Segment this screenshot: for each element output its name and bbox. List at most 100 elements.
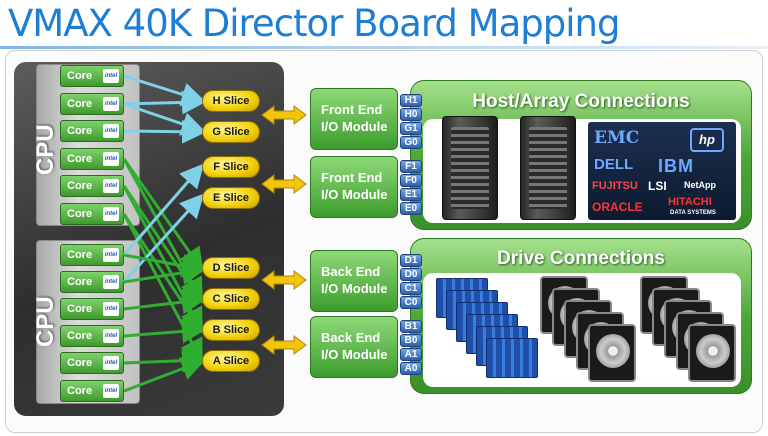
io-arrow-front-top — [261, 105, 307, 125]
port-h1: H1 — [400, 94, 422, 107]
core-label: Core — [67, 153, 93, 165]
hard-drive-icon — [688, 324, 736, 382]
port-c1: C1 — [400, 282, 422, 295]
core-top-4: Core intel — [60, 148, 124, 170]
port-c0: C0 — [400, 296, 422, 309]
core-label: Core — [67, 180, 93, 192]
arrow-core-to-f-slice — [122, 163, 204, 256]
intel-chip-icon: intel — [103, 69, 119, 83]
g-slice: G Slice — [202, 121, 260, 143]
port-a1: A1 — [400, 348, 422, 361]
io-arrow-back-top — [261, 270, 307, 290]
port-e0: E0 — [400, 202, 422, 215]
intel-chip-icon: intel — [103, 152, 119, 166]
core-label: Core — [67, 357, 93, 369]
back-end-io-module-top: Back End I/O Module — [310, 250, 398, 312]
arrow-core-to-d-slice — [123, 260, 206, 285]
back-end-io-module-bottom: Back End I/O Module — [310, 316, 398, 378]
port-g0: G0 — [400, 136, 422, 149]
core-label: Core — [67, 385, 93, 397]
core-label: Core — [67, 125, 93, 137]
intel-chip-icon: intel — [103, 179, 119, 193]
core-bottom-1: Core intel — [60, 244, 124, 266]
io-arrow-front-bottom — [261, 174, 307, 194]
port-d1: D1 — [400, 254, 422, 267]
cpu-top — [36, 64, 140, 226]
oracle-logo: ORACLE — [592, 200, 643, 214]
core-bottom-3: Core intel — [60, 298, 124, 320]
lsi-logo: LSI — [648, 179, 667, 193]
d-slice: D Slice — [202, 257, 260, 279]
core-label: Core — [67, 276, 93, 288]
core-top-2: Core intel — [60, 93, 124, 115]
module-line-1: Front End — [321, 102, 383, 117]
c-slice: C Slice — [202, 288, 260, 310]
core-top-6: Core intel — [60, 203, 124, 225]
core-bottom-4: Core intel — [60, 325, 124, 347]
core-bottom-6: Core intel — [60, 380, 124, 402]
core-top-5: Core intel — [60, 175, 124, 197]
ibm-logo: IBM — [658, 156, 694, 176]
hard-drive-icon — [588, 324, 636, 382]
netapp-logo: NetApp — [684, 180, 716, 190]
port-h0: H0 — [400, 108, 422, 121]
server-rack-icon — [442, 116, 498, 220]
intel-chip-icon: intel — [103, 248, 119, 262]
port-b1: B1 — [400, 320, 422, 333]
arrow-core-to-c-slice — [123, 290, 206, 315]
dell-logo: DELL — [594, 156, 634, 173]
intel-chip-icon: intel — [103, 97, 119, 111]
b-slice: B Slice — [202, 319, 260, 341]
page-title: VMAX 40K Director Board Mapping — [8, 2, 620, 45]
port-f0: F0 — [400, 174, 422, 187]
intel-chip-icon: intel — [103, 329, 119, 343]
module-line-1: Front End — [321, 170, 383, 185]
drive-title: Drive Connections — [497, 248, 665, 269]
arrow-core-to-g-slice — [123, 102, 206, 136]
front-end-io-module-top: Front End I/O Module — [310, 88, 398, 150]
cpu-bottom — [36, 240, 140, 404]
core-bottom-2: Core intel — [60, 271, 124, 293]
intel-chip-icon: intel — [103, 384, 119, 398]
core-label: Core — [67, 208, 93, 220]
intel-chip-icon: intel — [103, 356, 119, 370]
core-label: Core — [67, 98, 93, 110]
f-slice: F Slice — [202, 156, 260, 178]
h-slice: H Slice — [202, 90, 260, 112]
hitachi-subtitle: DATA SYSTEMS — [670, 210, 716, 216]
host-array-title: Host/Array Connections — [472, 91, 690, 112]
module-line-2: I/O Module — [321, 281, 388, 296]
arrow-core-to-h-slice — [123, 90, 206, 115]
hitachi-logo: HITACHI — [668, 196, 712, 208]
title-rule — [0, 46, 768, 49]
intel-chip-icon: intel — [103, 124, 119, 138]
module-line-1: Back End — [321, 330, 381, 345]
e-slice: E Slice — [202, 187, 260, 209]
arrow-core-to-g-slice — [123, 119, 206, 144]
core-bottom-5: Core intel — [60, 352, 124, 374]
hp-logo: hp — [690, 128, 724, 152]
core-label: Core — [67, 330, 93, 342]
module-line-1: Back End — [321, 264, 381, 279]
arrow-core-to-h-slice — [123, 74, 206, 107]
module-line-2: I/O Module — [321, 347, 388, 362]
arrow-core-to-b-slice — [123, 319, 206, 344]
fujitsu-logo: FUJITSU — [592, 180, 638, 192]
module-line-2: I/O Module — [321, 187, 388, 202]
intel-chip-icon: intel — [103, 302, 119, 316]
core-top-1: Core intel — [60, 65, 124, 87]
server-rack-icon — [520, 116, 576, 220]
a-slice: A Slice — [202, 350, 260, 372]
core-label: Core — [67, 249, 93, 261]
port-d0: D0 — [400, 268, 422, 281]
core-label: Core — [67, 303, 93, 315]
module-line-2: I/O Module — [321, 119, 388, 134]
core-label: Core — [67, 70, 93, 82]
intel-chip-icon: intel — [103, 207, 119, 221]
arrow-core-to-a-slice — [123, 357, 206, 393]
intel-chip-icon: intel — [103, 275, 119, 289]
core-top-3: Core intel — [60, 120, 124, 142]
port-b0: B0 — [400, 334, 422, 347]
arrow-core-to-e-slice — [122, 193, 205, 284]
